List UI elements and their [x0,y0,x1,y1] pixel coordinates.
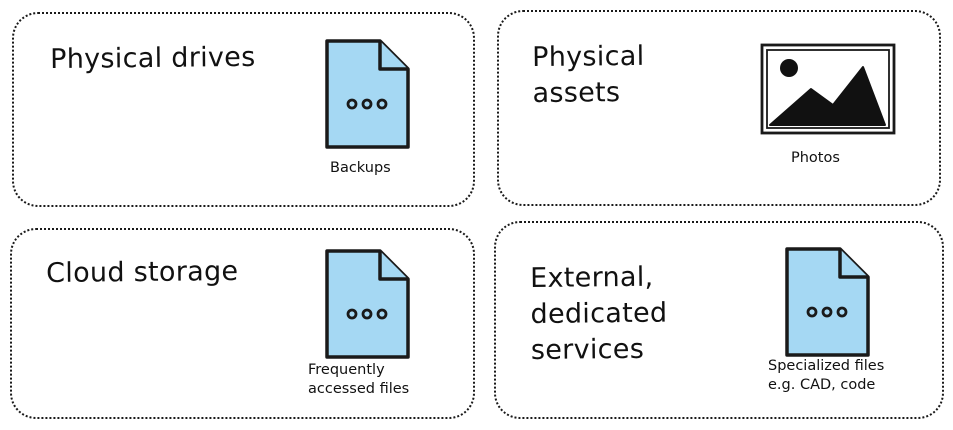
document-icon [324,248,414,362]
document-icon [784,246,874,360]
panel-cloud-storage: Cloud storage Frequently accessed files [10,228,475,419]
panel-external-services: External, dedicated services Specialized… [494,221,944,419]
panel-caption: Photos [791,150,840,166]
panel-caption: Backups [330,160,391,176]
panel-title: Physical assets [532,40,645,109]
document-icon [324,38,414,152]
panel-physical-assets: Physical assets Photos [497,10,941,206]
panel-title: External, dedicated services [530,261,668,366]
panel-title: Cloud storage [46,255,239,289]
panel-physical-drives: Physical drives Backups [12,12,475,207]
photo-icon [759,42,899,138]
panel-caption: Frequently accessed files [308,362,410,397]
panel-title: Physical drives [50,41,256,75]
panel-caption: Specialized files e.g. CAD, code [768,358,885,393]
